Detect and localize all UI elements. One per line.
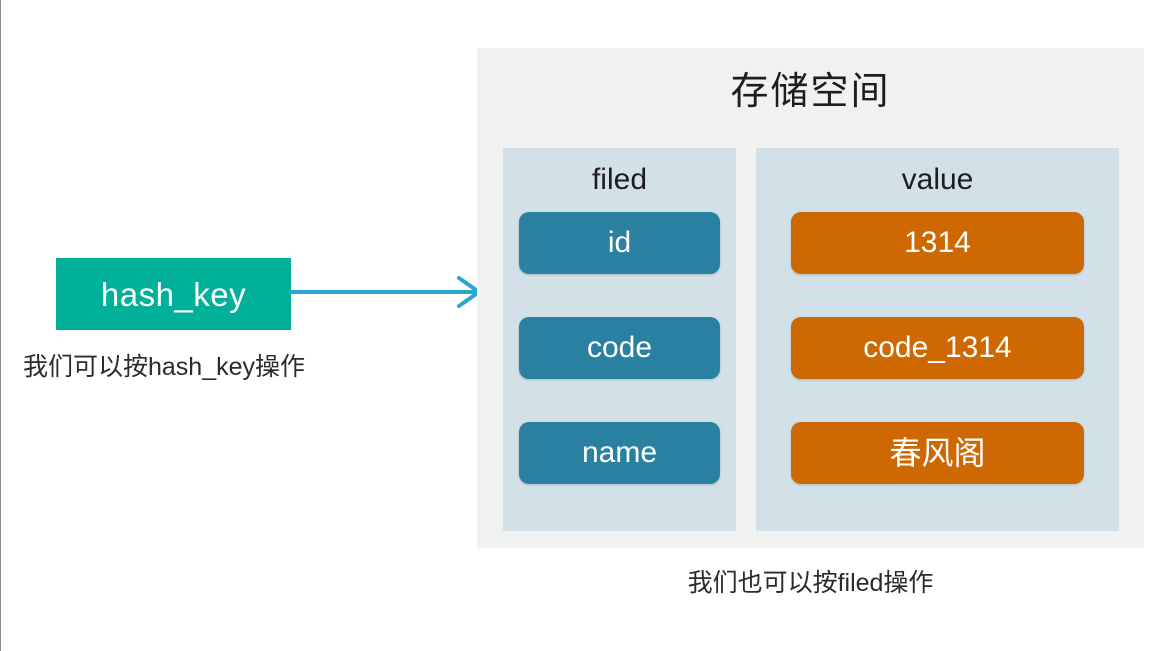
column-filed: filed id code name [503,148,736,531]
value-pill-name[interactable]: 春风阁 [791,422,1084,484]
filed-pill-code[interactable]: code [519,317,720,379]
hash-key-box: hash_key [56,258,291,330]
right-arrow-icon [289,276,481,308]
storage-title: 存储空间 [730,71,891,113]
arrow-container [289,272,487,312]
filed-pill-name[interactable]: name [519,422,720,484]
storage-columns: filed id code name value 1314 code_1314 … [503,148,1119,531]
value-pill-code[interactable]: code_1314 [791,317,1084,379]
storage-caption: 我们也可以按filed操作 [687,569,934,597]
filed-pill-id[interactable]: id [519,212,720,274]
column-header-value: value [901,163,974,196]
hash-key-label: hash_key [100,275,247,313]
value-pill-id[interactable]: 1314 [791,212,1084,274]
column-header-filed: filed [591,163,648,196]
hash-key-caption: 我们可以按hash_key操作 [23,353,306,381]
column-value: value 1314 code_1314 春风阁 [756,148,1119,531]
storage-panel: 存储空间 filed id code name value 1314 code_… [477,48,1144,548]
